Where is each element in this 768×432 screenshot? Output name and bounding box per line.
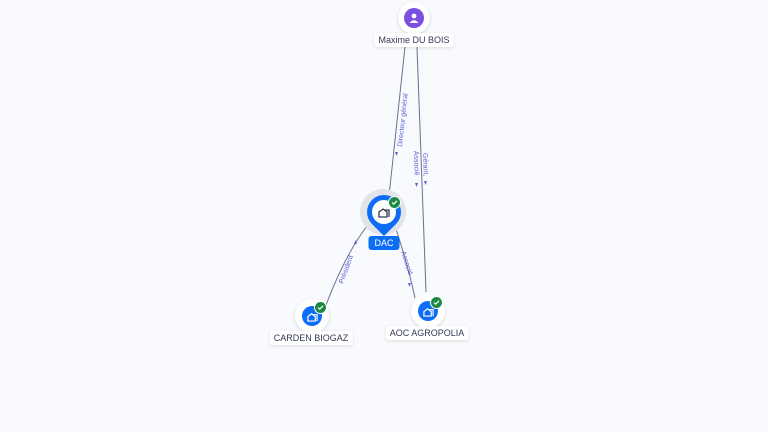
person-node[interactable] xyxy=(398,2,430,34)
person-icon xyxy=(404,8,424,28)
aoc-label[interactable]: AOC AGROPOLIA xyxy=(385,326,469,340)
edge-label-gerant: Gérant, xyxy=(421,153,429,177)
edge-label-associe-2: Associé xyxy=(399,250,413,276)
edge-dac-aoc[interactable] xyxy=(394,225,416,299)
carden-label[interactable]: CARDEN BIOGAZ xyxy=(269,331,353,345)
dac-label[interactable]: DAC xyxy=(368,236,400,250)
edge-person-aoc[interactable] xyxy=(416,46,427,293)
verified-check-icon xyxy=(314,301,327,314)
verified-check-icon xyxy=(388,196,401,209)
edge-person-dac[interactable] xyxy=(388,46,406,197)
person-label[interactable]: Maxime DU BOIS xyxy=(374,33,454,47)
edge-dac-carden[interactable] xyxy=(325,225,368,306)
edge-label-associe-1: Associé xyxy=(412,151,420,176)
verified-check-icon xyxy=(430,296,443,309)
